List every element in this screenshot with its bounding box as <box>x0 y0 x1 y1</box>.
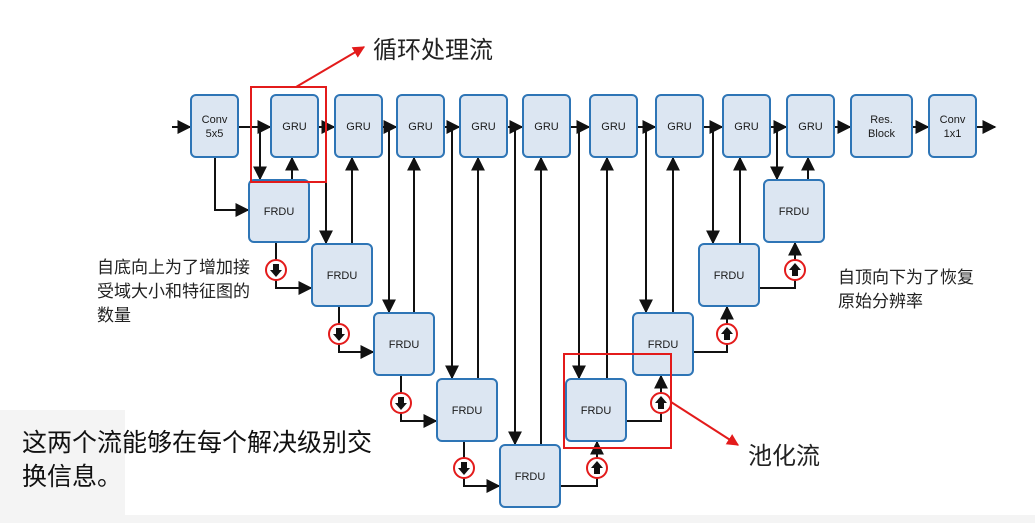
gru-box-2-text: GRU <box>346 121 371 133</box>
up-arrow-circle-icon <box>716 323 738 345</box>
loop-stream-pointer <box>295 46 366 88</box>
gru-box-1-text: GRU <box>282 121 307 133</box>
gru-box-8-text: GRU <box>734 121 759 133</box>
frdu-box-1: FRDU <box>248 179 310 243</box>
gru-box-6: GRU <box>589 94 638 158</box>
res-block-box-text: Res. <box>870 114 893 126</box>
conv-5x5-box-text: Conv <box>202 114 228 126</box>
loop-stream-label: 循环处理流 <box>373 36 493 64</box>
res-block-box-text: Block <box>868 128 895 140</box>
gru-box-9: GRU <box>786 94 835 158</box>
background-panel-bottom <box>125 515 1035 523</box>
connector-arrow <box>338 344 375 359</box>
connector-arrow <box>463 478 501 493</box>
conv-1x1-box-text: Conv <box>940 114 966 126</box>
gru-box-2: GRU <box>334 94 383 158</box>
frdu-box-3: FRDU <box>373 312 435 376</box>
frdu-box-8: FRDU <box>698 243 760 307</box>
connector-arrow <box>275 280 313 295</box>
down-arrow-circle-icon <box>265 259 287 281</box>
connector-arrow <box>561 478 598 487</box>
pool-stream-highlight <box>563 353 672 449</box>
exchange-note: 这两个流能够在每个解决级别交换信息。 <box>22 428 373 491</box>
top-down-note: 自顶向下为了恢复原始分辨率 <box>838 268 974 312</box>
frdu-box-2: FRDU <box>311 243 373 307</box>
down-arrow-circle-icon <box>390 392 412 414</box>
frdu-box-5-text: FRDU <box>515 471 546 483</box>
frdu-box-4: FRDU <box>436 378 498 442</box>
gru-box-3-text: GRU <box>408 121 433 133</box>
down-arrow-circle-icon <box>328 323 350 345</box>
frdu-box-5: FRDU <box>499 444 561 508</box>
loop-stream-highlight <box>250 86 327 183</box>
bottom-up-note: 自底向上为了增加接受域大小和特征图的数量 <box>97 258 250 326</box>
conv-1x1-box: Conv 1x1 <box>928 94 977 158</box>
gru-box-5: GRU <box>522 94 571 158</box>
gru-box-1: GRU <box>270 94 319 158</box>
gru-box-7: GRU <box>655 94 704 158</box>
conv-5x5-box: Conv 5x5 <box>190 94 239 158</box>
frdu-box-7-text: FRDU <box>648 339 679 351</box>
gru-box-9-text: GRU <box>798 121 823 133</box>
up-arrow-circle-icon <box>586 457 608 479</box>
conv-5x5-box-text: 5x5 <box>206 128 224 140</box>
conv-1x1-box-text: 1x1 <box>944 128 962 140</box>
res-block-box: Res. Block <box>850 94 913 158</box>
frdu-box-7: FRDU <box>632 312 694 376</box>
up-arrow-circle-icon <box>784 259 806 281</box>
connector-arrow <box>400 413 438 428</box>
gru-box-8: GRU <box>722 94 771 158</box>
frdu-box-9-text: FRDU <box>779 206 810 218</box>
frdu-box-3-text: FRDU <box>389 339 420 351</box>
frdu-box-6-text: FRDU <box>581 405 612 417</box>
frdu-box-6: FRDU <box>565 378 627 442</box>
gru-box-3: GRU <box>396 94 445 158</box>
gru-box-5-text: GRU <box>534 121 559 133</box>
background-panel-left <box>0 410 125 523</box>
connector-arrow <box>214 158 250 217</box>
gru-box-6-text: GRU <box>601 121 626 133</box>
gru-box-4-text: GRU <box>471 121 496 133</box>
frdu-box-9: FRDU <box>763 179 825 243</box>
connector-arrow <box>627 413 662 422</box>
gru-box-7-text: GRU <box>667 121 692 133</box>
gru-box-4: GRU <box>459 94 508 158</box>
frdu-box-4-text: FRDU <box>452 405 483 417</box>
connector-arrow <box>760 280 796 289</box>
pool-stream-pointer <box>670 401 740 446</box>
pool-stream-label: 池化流 <box>748 442 820 470</box>
frdu-box-1-text: FRDU <box>264 206 295 218</box>
down-arrow-circle-icon <box>453 457 475 479</box>
up-arrow-circle-icon <box>650 392 672 414</box>
frdu-box-2-text: FRDU <box>327 270 358 282</box>
connector-arrow <box>694 344 728 353</box>
frdu-box-8-text: FRDU <box>714 270 745 282</box>
